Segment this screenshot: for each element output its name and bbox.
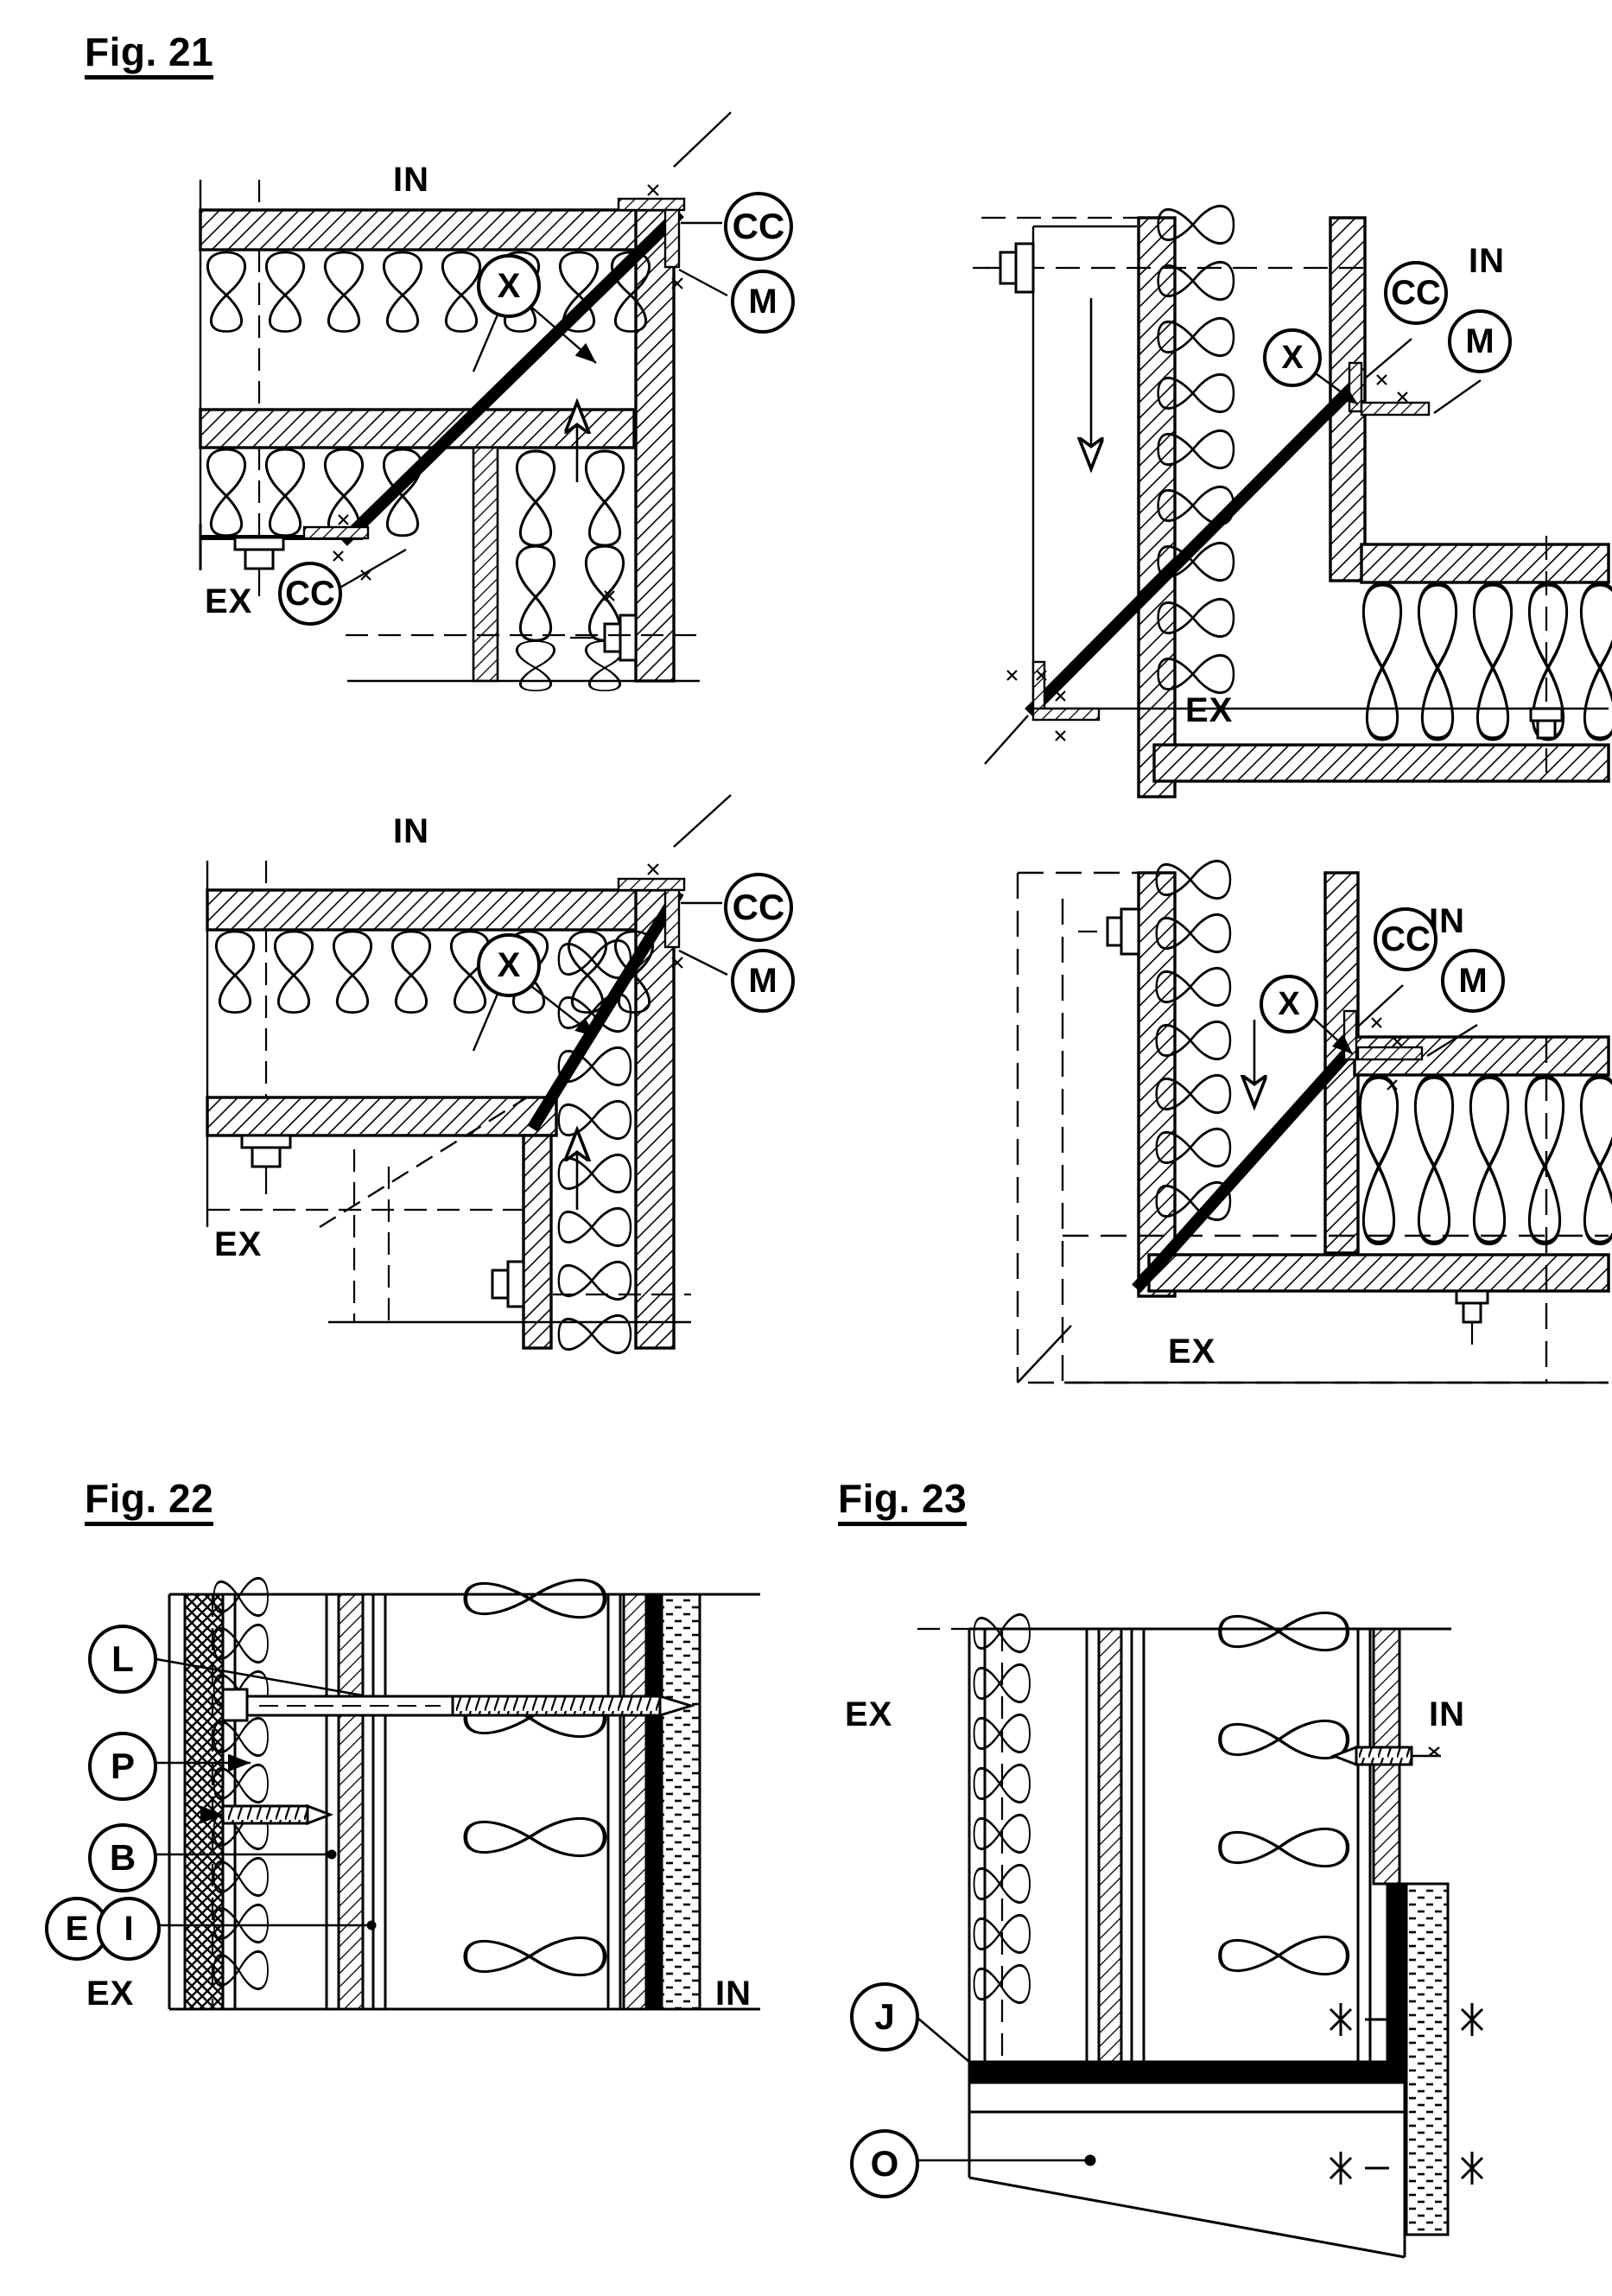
fig21-bl-callout-m[interactable]: M: [731, 949, 795, 1013]
insulation-bay-lower-left: [206, 448, 423, 537]
fig22-label-ex: EX: [86, 1975, 135, 2013]
fig23-label-in: IN: [1429, 1695, 1465, 1733]
fig21-bl-label-in: IN: [393, 812, 429, 850]
leader-J: [911, 2013, 970, 2063]
fig22-label-in: IN: [715, 1975, 752, 2013]
insulation-floor-bay-tr: [1363, 584, 1612, 739]
fig21-panel-bottom-right: [1016, 859, 1612, 1384]
insulation-outer-batt: [213, 1576, 270, 1991]
fig21-br-label-ex: EX: [1168, 1332, 1216, 1371]
x-marks: [333, 184, 683, 601]
fig21-bl-callout-cc[interactable]: CC: [724, 873, 793, 942]
seal-strip-horizontal: [968, 2060, 1408, 2084]
fig21-tl-label-ex: EX: [205, 582, 253, 620]
fastener-screw-long: [221, 1688, 696, 1722]
insulation-wall-cavity-tr: [1157, 204, 1235, 695]
fig22-callout-b[interactable]: B: [88, 1823, 157, 1892]
fig21-panel-top-right: [973, 204, 1612, 798]
fig22-callout-l[interactable]: L: [88, 1625, 157, 1694]
insulation-main-cavity-23: [1220, 1612, 1348, 1974]
fig21-tl-label-in: IN: [393, 161, 429, 199]
fig21-bl-callout-x[interactable]: X: [477, 933, 541, 997]
bolt-right-lower: [570, 614, 638, 662]
fig21-tl-callout-cc-lower[interactable]: CC: [278, 562, 342, 626]
bolt-br-topleft: [1078, 907, 1140, 956]
fig21-tl-callout-m[interactable]: M: [731, 270, 795, 334]
fig22-callout-i[interactable]: I: [97, 1897, 161, 1961]
insulation-ceiling-bay-bl: [214, 930, 655, 1014]
seal-strip-vertical: [1386, 1882, 1408, 2084]
membrane-line: [1025, 378, 1361, 717]
bolt-tr-bottom: [1529, 707, 1564, 740]
fig21-tr-label-in: IN: [1469, 242, 1505, 280]
fig21-tr-label-ex: EX: [1185, 691, 1234, 729]
fig23-callout-o[interactable]: O: [850, 2129, 919, 2198]
fig21-bl-label-ex: EX: [214, 1225, 263, 1263]
short-anchor-screw: [200, 1803, 334, 1826]
fig21-panel-bottom-left: [206, 794, 732, 1355]
bolt-bl-right: [491, 1260, 525, 1308]
membrane-line: [527, 888, 684, 1132]
insulation-wall-cavity-br: [1155, 859, 1232, 1222]
fig23-label-ex: EX: [845, 1695, 893, 1733]
insulation-main-cavity: [466, 1580, 605, 1975]
fig21-br-callout-cc[interactable]: CC: [1374, 907, 1437, 971]
fig21-tr-callout-x[interactable]: X: [1263, 328, 1322, 387]
fig21-tr-callout-cc[interactable]: CC: [1384, 261, 1448, 325]
insulation-bay-upper: [206, 251, 651, 334]
bolt-br-bottom: [1455, 1289, 1489, 1345]
membrane-line: [1132, 1044, 1356, 1293]
centre-marks-23: [1329, 2003, 1484, 2185]
membrane-black: [644, 1593, 662, 2011]
figure-title-22: Fig. 22: [85, 1478, 214, 1527]
leader-L: [136, 1654, 364, 1697]
fig21-tl-callout-x[interactable]: X: [477, 254, 541, 318]
bolt-bl: [240, 1134, 292, 1194]
insulation-outer-batt-23: [973, 1612, 1031, 2005]
insulation-column-right: [515, 449, 625, 692]
fig21-br-callout-x[interactable]: X: [1260, 975, 1318, 1034]
bolt-tr-top-left: [973, 242, 1035, 294]
figure-title-21: Fig. 21: [85, 31, 214, 80]
figure-title-23: Fig. 23: [838, 1478, 968, 1527]
fig21-tr-callout-m[interactable]: M: [1448, 309, 1512, 373]
fig22-drawing: [136, 1576, 760, 2011]
fig23-callout-j[interactable]: J: [850, 1982, 919, 2051]
fig21-br-callout-m[interactable]: M: [1441, 949, 1505, 1013]
fig23-drawing: [911, 1612, 1484, 2259]
insulation-floor-bay-br: [1360, 1077, 1612, 1243]
insulation-column-bl: [557, 938, 632, 1355]
fig22-callout-p[interactable]: P: [88, 1732, 157, 1801]
inner-anchor-screw-23: [1330, 1745, 1441, 1767]
fig21-tl-callout-cc[interactable]: CC: [724, 192, 793, 261]
foundation-slab-outline: [968, 2083, 1406, 2259]
